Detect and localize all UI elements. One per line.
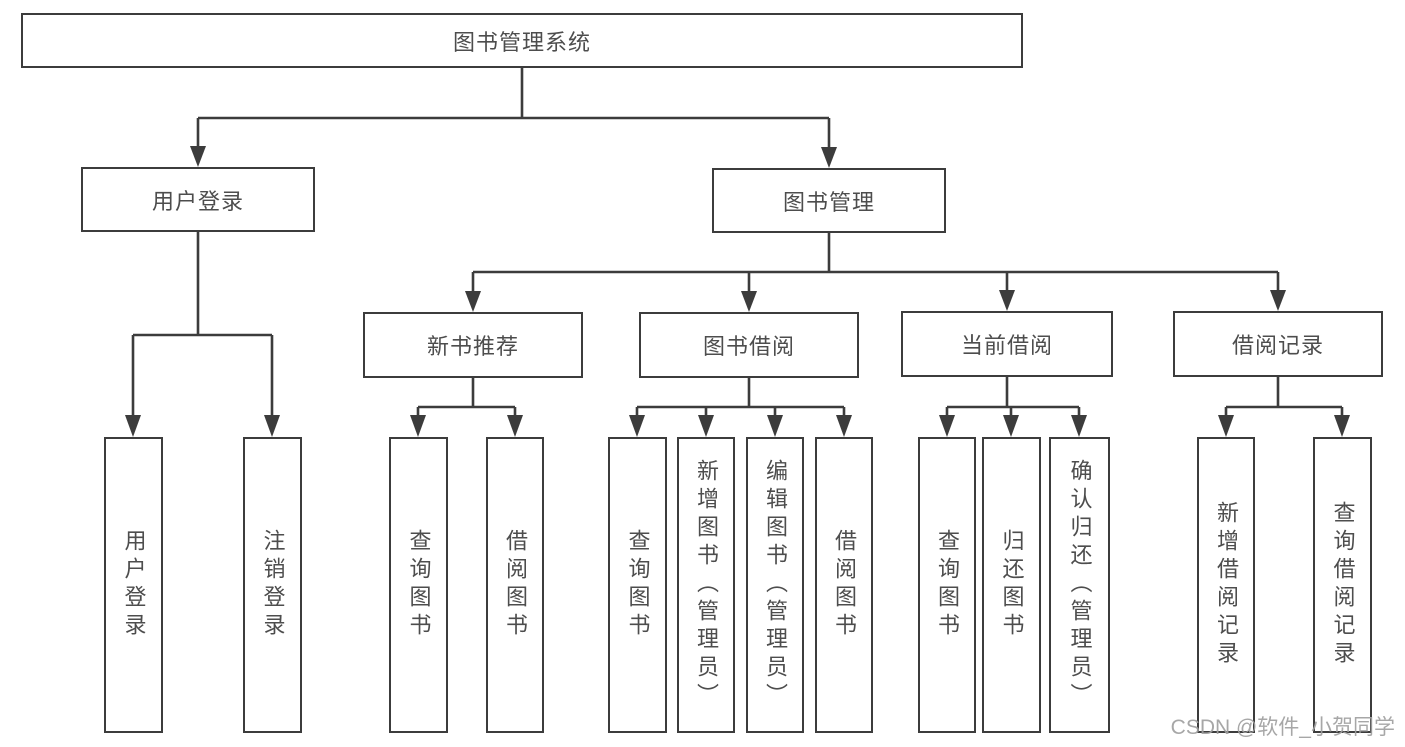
node-label: 归还图书 [999,529,1025,641]
node-label: 查询图书 [935,529,960,641]
node-label: 新增图书（管理员） [694,459,719,711]
node-label: 新增借阅记录 [1214,501,1239,669]
node-query-borrow-record: 查询借阅记录 [1313,437,1372,733]
node-user-login: 用户登录 [104,437,163,733]
node-book-borrowing: 图书借阅 [639,312,859,378]
node-borrow-books: 借阅图书 [486,437,544,733]
node-label: 查询图书 [406,529,432,641]
connector-book-borrowing-children [629,378,852,437]
node-query-books: 查询图书 [608,437,667,733]
node-library-management-system: 图书管理系统 [21,13,1023,68]
node-label: 借阅图书 [832,529,857,641]
node-borrowing-records: 借阅记录 [1173,311,1383,377]
node-label: 借阅图书 [503,529,528,641]
node-confirm-return-admin: 确认归还（管理员） [1049,437,1110,733]
connector-current-borrowing-children [939,377,1087,437]
node-query-books: 查询图书 [918,437,976,733]
node-label: 编辑图书（管理员） [763,459,788,711]
node-borrow-books: 借阅图书 [815,437,873,733]
node-current-borrowing: 当前借阅 [901,311,1113,377]
node-label: 用户登录 [121,529,147,641]
node-label: 查询图书 [625,529,651,641]
connector-book-management-children [465,233,1286,312]
node-book-management: 图书管理 [712,168,946,233]
node-edit-books-admin: 编辑图书（管理员） [746,437,804,733]
connector-user-login-children [125,232,280,437]
node-add-borrow-record: 新增借阅记录 [1197,437,1255,733]
node-query-books: 查询图书 [389,437,448,733]
connector-new-book-recommendation-children [410,378,523,437]
connector-borrowing-records-children [1218,377,1350,437]
connector-root-to-level2 [190,68,837,168]
node-label: 注销登录 [260,529,286,641]
node-logout: 注销登录 [243,437,302,733]
node-add-books-admin: 新增图书（管理员） [677,437,735,733]
node-new-book-recommendation: 新书推荐 [363,312,583,378]
node-label: 查询借阅记录 [1330,501,1356,669]
watermark: CSDN @软件_小贺同学 [1170,716,1395,739]
node-return-books: 归还图书 [982,437,1041,733]
node-user-login-module: 用户登录 [81,167,315,232]
node-label: 确认归还（管理员） [1067,459,1093,711]
